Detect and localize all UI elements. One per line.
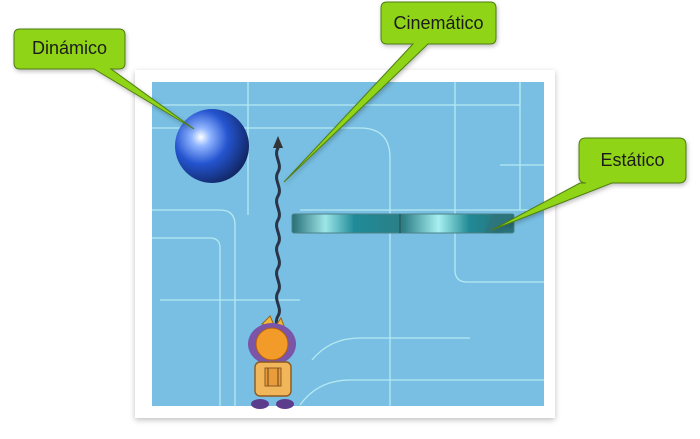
static-platform-icon (291, 213, 515, 234)
player-character-icon (248, 315, 296, 409)
dynamic-ball-icon (175, 109, 249, 183)
callout-kinematic: Cinemático (283, 1, 497, 183)
callout-dynamic: Dinámico (13, 28, 195, 130)
label-static: Estático (600, 150, 664, 170)
callout-static: Estático (491, 137, 687, 231)
label-dynamic: Dinámico (32, 38, 107, 58)
game-screen (152, 82, 544, 409)
label-kinematic: Cinemático (393, 13, 483, 33)
harpoon-rope-icon (273, 136, 283, 336)
